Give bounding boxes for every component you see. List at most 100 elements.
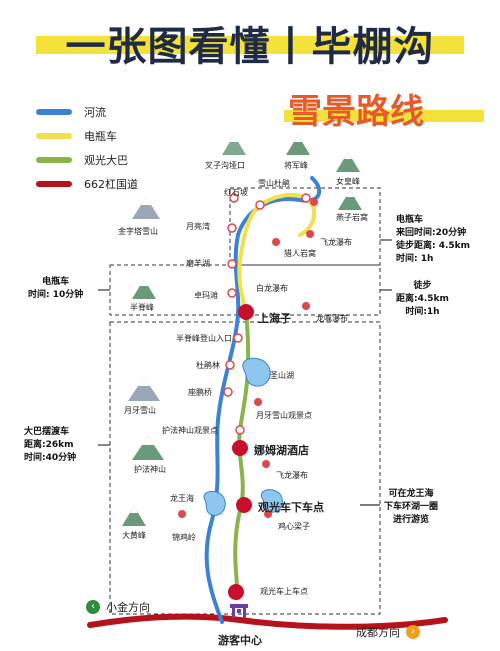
stop-shangche: [228, 584, 244, 600]
label-feilong1: 飞龙瀑布: [320, 238, 352, 247]
stop-banjifeng-rukou: [233, 333, 243, 343]
label-yueya: 月牙雪山: [124, 406, 156, 415]
label-chazi: 叉子沟垭口: [205, 161, 245, 170]
mountain-yanzi-icon: [338, 190, 362, 210]
note-ebike-left-line1: 时间: 10分钟: [28, 290, 84, 300]
label-xiache: 观光车下车点: [258, 501, 324, 514]
label-xiaojin: 小金方向: [106, 601, 150, 614]
label-lieren: 猎人岩窝: [284, 249, 316, 258]
legend-highway-label: 662杠国道: [84, 178, 138, 191]
stop-hongshipo: [229, 193, 239, 203]
label-jijiliangzi: 鸡心梁子: [278, 522, 310, 531]
label-jiangjun: 将军峰: [284, 161, 308, 170]
label-hufa: 护法神山: [134, 465, 166, 474]
legend-river-label: 河流: [84, 106, 106, 119]
label-longwanghai: 龙王海: [170, 494, 194, 503]
note-bus-line2: 时间:40分钟: [24, 453, 77, 463]
ebike-swatch: [36, 133, 72, 139]
direction-chengdu: 成都方向 ›: [356, 624, 420, 640]
legend-ebike: 电瓶车: [36, 128, 117, 144]
mountain-nvhuang-icon: [336, 152, 360, 172]
mountain-dahuangfeng-icon: [122, 506, 146, 526]
label-nvhuang: 女皇峰: [336, 177, 360, 186]
label-dahuangfeng: 大黄峰: [122, 531, 146, 540]
label-shanghaizi: 上海子: [258, 312, 291, 325]
stop-yueliangwan: [227, 223, 237, 233]
subtitle-highlight: [284, 110, 484, 122]
label-yueya-scenic: 月牙雪山观景点: [256, 411, 312, 420]
label-banjifeng: 半脊峰: [130, 303, 154, 312]
note-hike-line1: 距离:4.5km: [396, 294, 449, 304]
page-title: 一张图看懂丨毕棚沟: [65, 24, 435, 70]
legend-ebike-label: 电瓶车: [84, 130, 117, 143]
note-lake-line1: 下车环湖一圈: [384, 502, 439, 512]
label-xueshan-dujuan: 雪山杜鹃: [258, 179, 290, 188]
label-chengdu: 成都方向: [356, 626, 400, 639]
longwang-lake-left: [203, 490, 226, 516]
river-swatch: [36, 109, 72, 115]
visitor-center-icon: [230, 604, 248, 618]
stop-xiache: [236, 497, 252, 513]
note-ebike-right-line1: 来回时间:20分钟: [396, 228, 467, 238]
note-ebike-right: 电瓶车 来回时间:20分钟 徒步距离: 4.5km 时间: 1h: [396, 214, 470, 266]
mountain-hufa-icon: [132, 436, 164, 460]
label-zuopengqiao: 座鹏桥: [188, 388, 212, 397]
pin-feilong1: [306, 230, 315, 246]
mountain-banjifeng-icon: [132, 279, 156, 299]
major-stops: [228, 304, 254, 600]
title-highlight: [36, 36, 464, 54]
stop-shanghaizi: [238, 304, 254, 320]
note-bus-title: 大巴摆渡车: [24, 427, 70, 437]
right-arrow-icon: ›: [406, 625, 420, 639]
stop-dujuanlin: [225, 360, 235, 370]
label-bailong: 白龙瀑布: [256, 284, 288, 293]
note-hike-line2: 时间:1h: [405, 307, 440, 317]
label-banjifeng-rukou: 半脊峰登山入口: [176, 334, 232, 343]
label-visitor-center: 游客中心: [218, 634, 262, 647]
mountain-jiangjun-icon: [286, 135, 310, 155]
note-bus: 大巴摆渡车 距离:26km 时间:40分钟: [24, 426, 76, 465]
label-shangche: 观光车上车点: [260, 587, 308, 596]
small-stops: [223, 193, 311, 435]
legend-bus-label: 观光大巴: [84, 154, 128, 167]
label-shengshanhu: 圣山湖: [270, 371, 294, 380]
note-hike-title: 徒步: [413, 281, 432, 291]
river: [204, 176, 322, 624]
label-yanzi: 燕子岩窝: [336, 213, 368, 222]
stop-chazi: [301, 193, 311, 203]
note-lake: 可在龙王海 下车环湖一圈 进行游览: [384, 488, 438, 527]
stop-hufa-scenic: [235, 425, 245, 435]
pin-feilong2: [262, 460, 271, 476]
pins: [178, 198, 319, 526]
note-ebike-right-line2: 徒步距离: 4.5km: [396, 241, 471, 251]
label-hongshipo: 红石坡: [224, 188, 248, 197]
bus-swatch: [36, 157, 72, 163]
mountain-chazi-icon: [222, 135, 246, 155]
mountains: [122, 135, 362, 526]
stop-xueshan-dujuan: [255, 200, 265, 210]
note-hike: 徒步 距离:4.5km 时间:1h: [396, 280, 449, 319]
note-lake-title: 可在龙王海: [388, 489, 434, 499]
pin-yueya-scenic: [254, 398, 263, 414]
label-jinjiling: 锦鸡岭: [172, 533, 196, 542]
highway-swatch: [36, 181, 72, 187]
stop-zhuoma: [227, 288, 237, 298]
pin-jijiliangzi: [264, 510, 273, 526]
label-yueliangwan: 月亮湾: [186, 222, 210, 231]
note-ebike-left: 电瓶车 时间: 10分钟: [28, 276, 83, 302]
stop-zuopengqiao: [223, 387, 233, 397]
label-jinzita: 金字塔雪山: [118, 227, 158, 236]
label-feilong2: 飞龙瀑布: [276, 471, 308, 480]
label-longming: 龙嘱瀑布: [316, 314, 348, 323]
label-namuhu: 娜姆湖酒店: [254, 444, 309, 457]
note-lake-line2: 进行游览: [393, 515, 430, 525]
page-subtitle: 雪景路线: [288, 92, 424, 132]
direction-xiaojin: ‹ 小金方向: [86, 599, 150, 615]
pin-longming: [302, 302, 311, 318]
label-dujuanlin: 杜鹃林: [196, 361, 220, 370]
label-moyang: 磨羊湖: [186, 259, 210, 268]
label-hufa-scenic: 护法神山观景点: [162, 426, 218, 435]
left-arrow-icon: ‹: [86, 600, 100, 614]
legend-highway: 662杠国道: [36, 176, 138, 192]
